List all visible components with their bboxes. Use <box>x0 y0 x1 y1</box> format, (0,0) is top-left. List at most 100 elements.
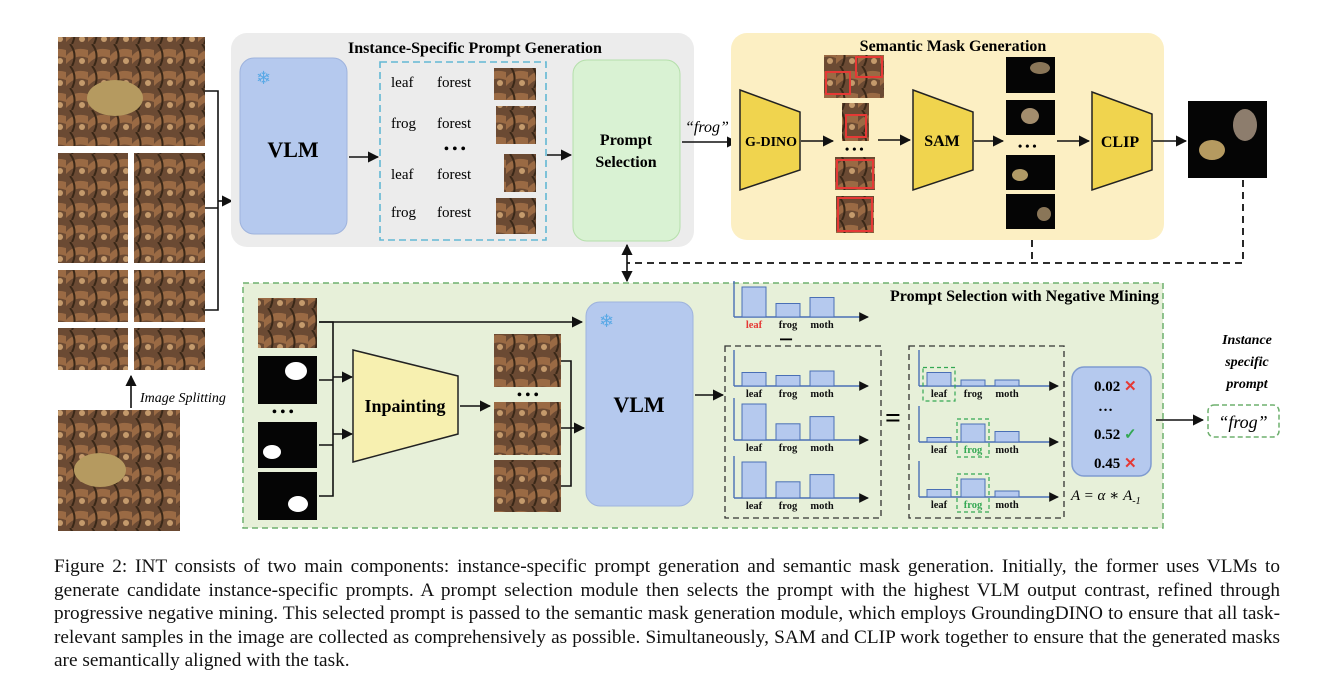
highlight-box <box>922 366 956 402</box>
gdino-label: G-DINO <box>745 135 797 150</box>
mask-blob <box>1030 62 1050 74</box>
mask-blob <box>263 445 281 459</box>
formula-main: A = α ∗ A <box>1070 488 1133 504</box>
outputs-to-vlm-bracket <box>561 360 584 487</box>
score-row: 0.45 ✕ <box>1094 456 1137 472</box>
chart-tick-label: frog <box>779 389 798 400</box>
clip-trapezoid <box>1091 90 1153 192</box>
frog-shape <box>74 453 126 487</box>
chart-bar <box>809 370 835 387</box>
score-row: 0.52 ✓ <box>1094 427 1137 443</box>
chart-tick-label: moth <box>810 320 833 331</box>
split-4-br <box>134 328 205 370</box>
detection-ellipsis: • • • <box>845 142 864 156</box>
inpainted-image <box>494 402 561 455</box>
candidate-word: leaf <box>391 75 413 91</box>
mask-stack: • • • <box>1006 57 1055 229</box>
inpainting-trapezoid <box>352 349 459 463</box>
candidate-word: frog <box>391 116 416 132</box>
image-crops-column: Image Splitting <box>58 37 234 531</box>
score-ellipsis: … <box>1098 399 1113 415</box>
instance-label-line: prompt <box>1225 377 1268 392</box>
chart-bar <box>741 372 767 387</box>
inpainted-image <box>494 460 561 512</box>
minus-sign: − <box>779 325 794 354</box>
figure-diagram: Image Splitting Instance-Specific Prompt… <box>58 33 1280 531</box>
sam-trapezoid <box>912 88 974 192</box>
inpainting-label: Inpainting <box>364 396 445 416</box>
chart-bar <box>809 416 835 441</box>
detection-crop <box>835 157 875 190</box>
chart-tick-label: moth <box>810 389 833 400</box>
chart-bar <box>809 474 835 499</box>
bar-charts: leaf frog moth leaf frog moth leaf frog moth leaf… <box>733 281 1058 513</box>
chart-tick-label: frog <box>779 320 798 331</box>
image-splitting-label: Image Splitting <box>139 391 226 406</box>
check-icon: ✓ <box>1124 427 1137 443</box>
chart-tick-label: leaf <box>746 443 763 454</box>
score-value: 0.02 <box>1094 379 1120 395</box>
snowflake-icon: ❄ <box>599 311 614 331</box>
prompt-selection-box <box>572 59 681 242</box>
chart-tick-label: frog <box>964 500 983 511</box>
chart-bar <box>809 297 835 318</box>
highlight-box <box>956 418 990 458</box>
chart-bar <box>926 372 952 387</box>
vlm-bottom-label: VLM <box>613 392 665 417</box>
candidate-crop <box>496 198 536 234</box>
inpainted-ellipsis: • • • <box>517 388 539 403</box>
chart-bar <box>960 379 986 387</box>
chart-tick-label: frog <box>964 389 983 400</box>
detected-boxes: • • • <box>824 55 884 233</box>
mask-blob <box>1199 140 1225 160</box>
chart-bar <box>775 375 801 387</box>
final-mask-output <box>1188 101 1267 178</box>
instance-label-line: Instance <box>1221 333 1272 348</box>
chart-bar <box>994 379 1020 387</box>
split-2-right <box>134 153 205 263</box>
mask-ellipsis: • • • <box>1018 139 1037 153</box>
scores-box <box>1071 366 1152 477</box>
negative-mining-panel: Prompt Selection with Negative Mining • … <box>242 281 1164 529</box>
chart-bar <box>775 481 801 499</box>
inpainted-image <box>494 334 561 387</box>
mask-input <box>258 422 317 468</box>
panel-title: Prompt Selection with Negative Mining <box>890 288 1159 305</box>
instance-label-line: specific <box>1224 355 1269 370</box>
candidate-word: forest <box>437 205 472 221</box>
detection-box <box>855 56 883 78</box>
candidate-word: forest <box>437 116 472 132</box>
chart-tick-label: leaf <box>746 389 763 400</box>
snowflake-icon: ❄ <box>256 68 271 88</box>
candidate-word: forest <box>437 75 472 91</box>
candidate-prompts-box <box>379 61 547 241</box>
chart-tick-label: moth <box>995 389 1018 400</box>
score-value: 0.45 <box>1094 456 1120 472</box>
cross-icon: ✕ <box>1124 379 1137 395</box>
mask-input <box>258 472 317 520</box>
chart-tick-label: moth <box>995 445 1018 456</box>
chart-bar <box>960 423 986 443</box>
mask-inputs-ellipsis: • • • <box>272 405 294 420</box>
chart-tick-label: moth <box>995 500 1018 511</box>
final-prompt-text: “frog” <box>1218 412 1267 432</box>
panel-title: Semantic Mask Generation <box>860 38 1047 55</box>
prompt-selection-label: Prompt <box>600 132 653 149</box>
candidate-word: frog <box>391 205 416 221</box>
vlm-top-label: VLM <box>267 137 319 162</box>
prompt-selection-label: Selection <box>595 154 656 171</box>
detection-box <box>845 114 867 138</box>
chart-bar <box>741 286 767 318</box>
chart-tick-label: frog <box>779 443 798 454</box>
chart-tick-label: leaf <box>746 501 763 512</box>
chart-tick-label: leaf <box>931 445 948 456</box>
mask-blob <box>1012 169 1028 181</box>
formula-subscript: -1 <box>1132 496 1140 507</box>
chart-bar <box>775 303 801 318</box>
chart-bar <box>994 490 1020 498</box>
chart-tick-label: leaf <box>931 500 948 511</box>
chart-tick-label: moth <box>810 501 833 512</box>
candidate-row: leaf forest <box>391 68 536 100</box>
mask-blob <box>1037 207 1051 221</box>
mask-blob <box>1233 109 1257 141</box>
